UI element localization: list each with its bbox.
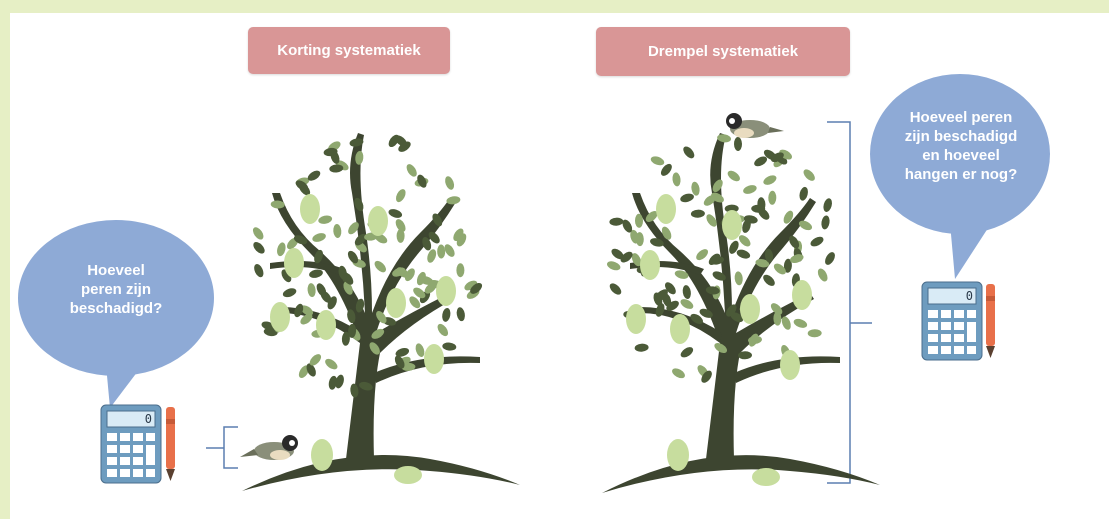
leaf	[311, 231, 327, 243]
pen-right-icon	[986, 284, 995, 358]
leaf	[373, 259, 389, 275]
leaf	[426, 248, 438, 264]
leaf	[442, 342, 457, 351]
leaf	[768, 191, 776, 205]
bird-left-icon	[240, 435, 298, 460]
leaf	[323, 357, 339, 372]
leaf	[394, 188, 407, 204]
leaf	[437, 244, 445, 258]
leaf	[726, 169, 742, 184]
calculator-right-display: 0	[961, 289, 973, 303]
leaf	[456, 307, 466, 322]
leaf	[328, 375, 339, 390]
leaf	[694, 247, 710, 262]
leaf	[801, 167, 816, 183]
leaf	[282, 287, 298, 299]
leaf	[414, 342, 426, 358]
leaf	[443, 175, 455, 191]
leaf	[823, 250, 837, 266]
leaf	[679, 297, 695, 311]
leaf	[308, 268, 323, 279]
leaf	[734, 271, 743, 286]
leaf	[441, 307, 451, 322]
leaf	[276, 242, 287, 258]
bubble-left-text: Hoeveel peren zijn beschadigd?	[41, 261, 191, 318]
leaf	[252, 263, 265, 279]
leaf	[809, 235, 825, 249]
pen-left-icon	[166, 407, 175, 481]
leaf	[742, 183, 758, 195]
leaf	[650, 155, 666, 167]
leaf	[792, 317, 808, 329]
diagram-canvas: Korting systematiek Drempel systematiek	[10, 13, 1109, 519]
leaf	[690, 181, 700, 196]
leaf	[609, 217, 623, 226]
leaf	[762, 173, 778, 186]
leaf	[820, 215, 830, 230]
leaf	[608, 281, 624, 296]
bubble-right-text: Hoeveel peren zijn beschadigd en hoeveel…	[886, 108, 1036, 184]
leaf	[679, 345, 695, 359]
leaf	[816, 267, 830, 283]
calculator-right-icon	[922, 282, 982, 360]
bracket-left	[206, 427, 238, 468]
leaf	[691, 209, 705, 218]
leaf	[808, 329, 822, 337]
pear-tree-right-icon	[602, 133, 880, 493]
leaf	[679, 192, 695, 204]
leaf	[761, 273, 777, 288]
leaf	[734, 137, 742, 151]
leaf	[798, 186, 809, 202]
leaf	[672, 172, 682, 187]
calculator-left-display: 0	[140, 412, 152, 426]
leaf	[251, 225, 266, 241]
leaf	[737, 233, 753, 248]
pear-tree-left-icon	[242, 133, 520, 491]
leaf	[318, 214, 333, 225]
leaf	[735, 248, 751, 260]
leaf	[435, 322, 450, 338]
leaf	[387, 208, 403, 220]
calculator-left-icon	[101, 405, 161, 483]
bracket-right	[827, 122, 872, 483]
leaf	[394, 217, 408, 233]
leaf	[333, 224, 342, 239]
bird-right-icon	[726, 113, 784, 138]
leaf	[456, 263, 464, 277]
leaf	[405, 162, 419, 178]
leaf	[634, 343, 649, 352]
leaf	[681, 144, 696, 160]
leaf	[606, 260, 622, 272]
leaf	[251, 240, 266, 256]
leaf	[682, 285, 692, 300]
leaf	[670, 366, 686, 380]
leaf	[307, 283, 316, 298]
leaf	[822, 197, 833, 213]
